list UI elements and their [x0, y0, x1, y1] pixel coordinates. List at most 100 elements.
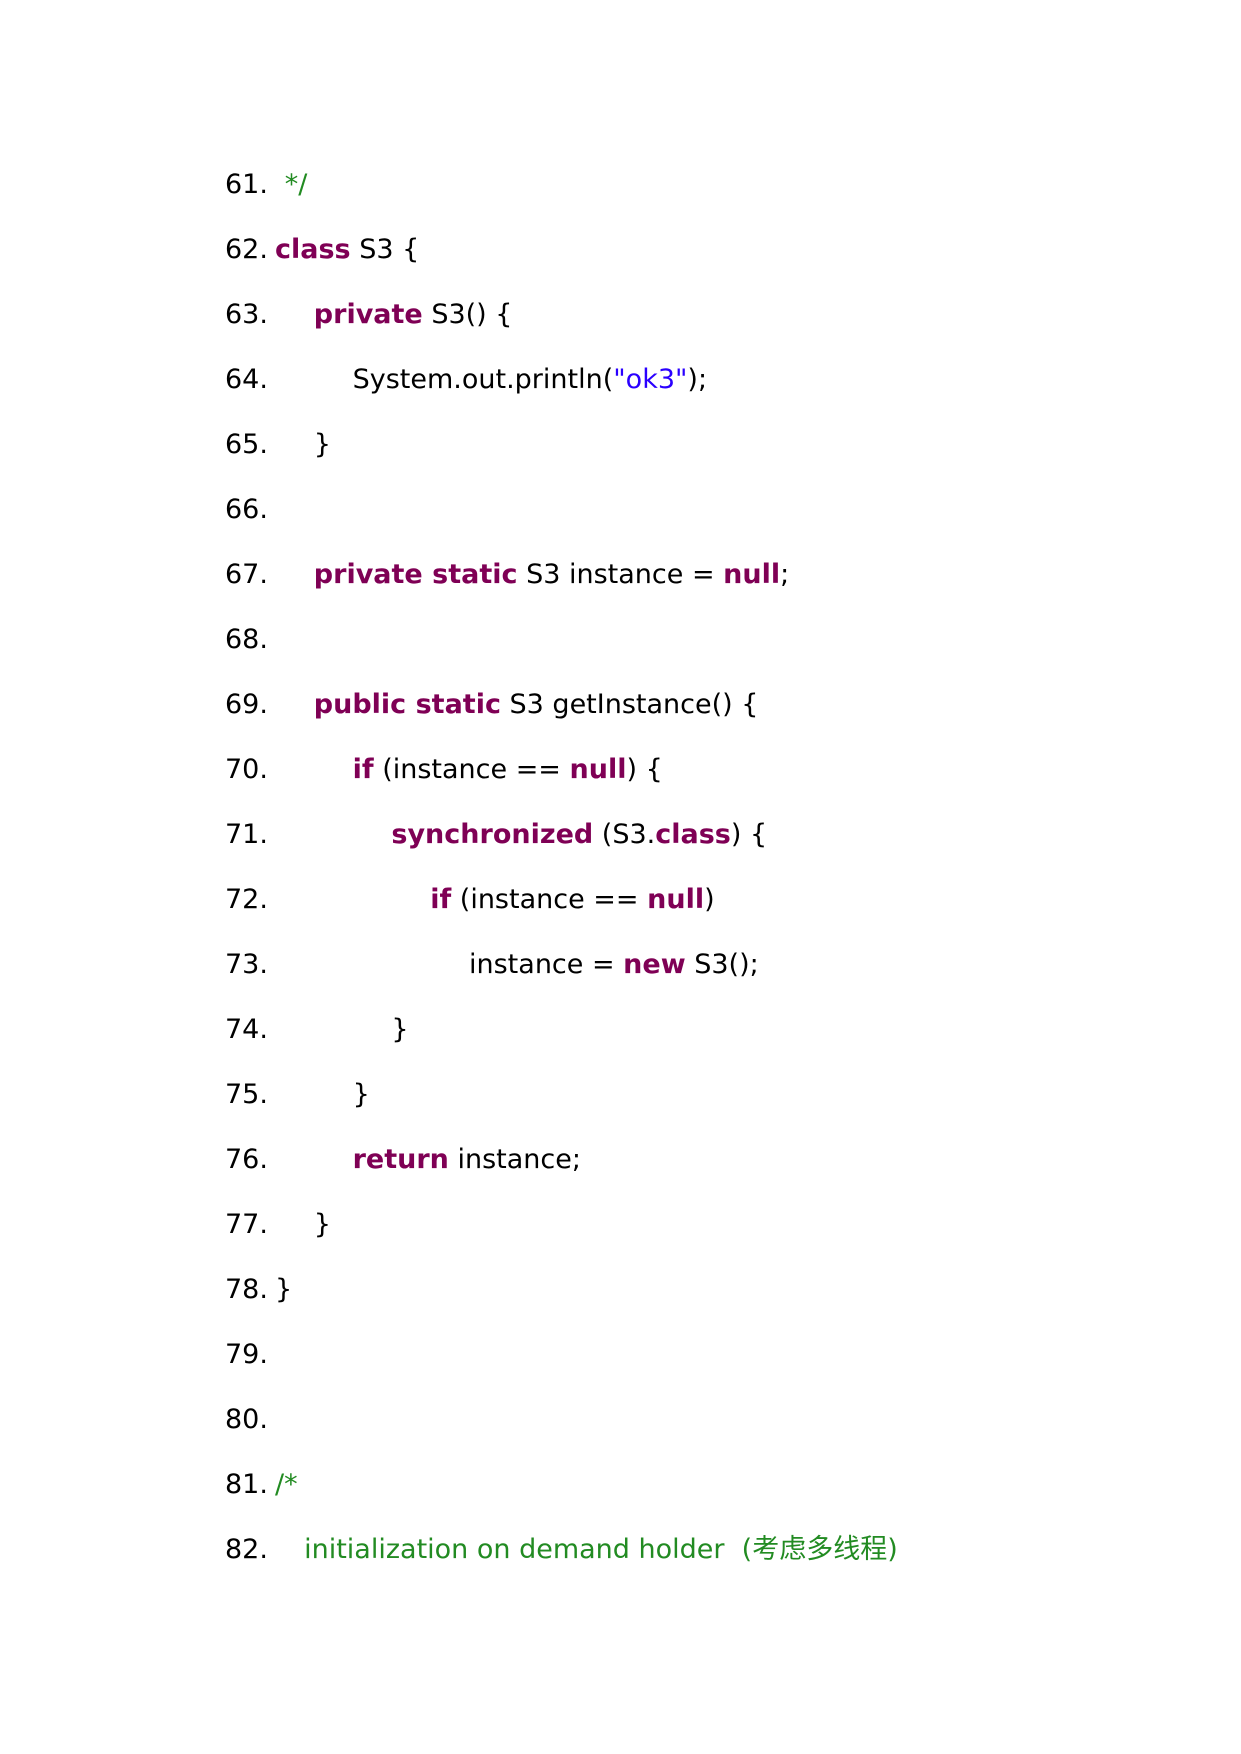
code-line: 67. private static S3 instance = null;	[225, 553, 1205, 618]
line-number: 69.	[225, 689, 268, 720]
line-code: */	[285, 163, 308, 207]
line-number: 77.	[225, 1209, 268, 1240]
line-code: private S3() {	[314, 293, 513, 337]
line-number: 70.	[225, 754, 268, 785]
line-code: private static S3 instance = null;	[314, 553, 789, 597]
code-line: 64. System.out.println("ok3");	[225, 358, 1205, 423]
code-line: 66.	[225, 488, 1205, 553]
code-line: 79.	[225, 1333, 1205, 1398]
line-number: 79.	[225, 1339, 268, 1370]
code-text: }	[313, 429, 331, 460]
code-keyword: public static	[313, 689, 501, 720]
code-comment: */	[284, 169, 308, 200]
code-string: "ok3"	[613, 364, 688, 395]
code-comment: /*	[275, 1469, 298, 1500]
line-number: 71.	[225, 819, 268, 850]
code-text: }	[275, 1274, 293, 1305]
code-text: );	[687, 364, 708, 395]
line-code: if (instance == null) {	[353, 748, 663, 792]
code-line: 77.}	[225, 1203, 1205, 1268]
code-line: 72. if (instance == null)	[225, 878, 1205, 943]
code-keyword: synchronized	[391, 819, 594, 850]
line-number: 75.	[225, 1079, 268, 1110]
code-line: 69. public static S3 getInstance() {	[225, 683, 1205, 748]
code-line: 81./*	[225, 1463, 1205, 1528]
code-line: 74.}	[225, 1008, 1205, 1073]
code-text: instance =	[469, 949, 624, 980]
code-line: 80.	[225, 1398, 1205, 1463]
line-code: instance = new S3();	[469, 943, 759, 987]
code-text: ;	[780, 559, 790, 590]
code-text: }	[313, 1209, 331, 1240]
line-code: if (instance == null)	[430, 878, 714, 922]
line-number: 72.	[225, 884, 268, 915]
code-text: S3 getInstance() {	[500, 689, 759, 720]
line-code: }	[314, 423, 331, 467]
line-code: public static S3 getInstance() {	[314, 683, 759, 727]
line-number: 67.	[225, 559, 268, 590]
line-code: initialization on demand holder (考虑多线程)	[304, 1528, 898, 1572]
code-keyword: private static	[313, 559, 518, 590]
code-text: S3 instance =	[517, 559, 724, 590]
code-line: 63. private S3() {	[225, 293, 1205, 358]
line-code: class S3 {	[275, 228, 419, 272]
code-line: 71. synchronized (S3.class) {	[225, 813, 1205, 878]
code-text: }	[352, 1079, 370, 1110]
code-keyword: if	[430, 884, 452, 915]
line-number: 61.	[225, 169, 268, 200]
code-comment: initialization on demand holder (考虑多线程)	[304, 1534, 898, 1565]
code-keyword: class	[655, 819, 731, 850]
line-code: synchronized (S3.class) {	[391, 813, 767, 857]
code-line: 70. if (instance == null) {	[225, 748, 1205, 813]
code-text: ) {	[730, 819, 768, 850]
line-number: 76.	[225, 1144, 268, 1175]
line-number: 66.	[225, 494, 268, 525]
line-number: 81.	[225, 1469, 268, 1500]
code-text: S3 {	[350, 234, 420, 265]
code-text: S3() {	[422, 299, 513, 330]
line-number: 65.	[225, 429, 268, 460]
code-text: }	[391, 1014, 409, 1045]
code-keyword: if	[352, 754, 374, 785]
code-line: 73. instance = new S3();	[225, 943, 1205, 1008]
line-number: 62.	[225, 234, 268, 265]
line-code: }	[314, 1203, 331, 1247]
line-number: 68.	[225, 624, 268, 655]
code-text: instance;	[448, 1144, 581, 1175]
line-number: 80.	[225, 1404, 268, 1435]
line-number: 63.	[225, 299, 268, 330]
code-text: S3();	[685, 949, 759, 980]
code-line: 61. */	[225, 163, 1205, 228]
code-text: ) {	[626, 754, 663, 785]
line-number: 78.	[225, 1274, 268, 1305]
line-number: 64.	[225, 364, 268, 395]
code-line: 76. return instance;	[225, 1138, 1205, 1203]
line-code: System.out.println("ok3");	[353, 358, 707, 402]
line-code: }	[391, 1008, 408, 1052]
line-code: }	[353, 1073, 370, 1117]
code-line: 75.}	[225, 1073, 1205, 1138]
code-block: 61.*/62.class S3 {63.private S3() {64.Sy…	[225, 163, 1205, 1593]
line-number: 82.	[225, 1534, 268, 1565]
line-code: }	[275, 1268, 292, 1312]
code-line: 65.}	[225, 423, 1205, 488]
code-line: 62.class S3 {	[225, 228, 1205, 293]
code-text: (S3.	[593, 819, 656, 850]
line-code: /*	[275, 1463, 298, 1507]
code-keyword: null	[723, 559, 781, 590]
code-keyword: new	[623, 949, 686, 980]
code-line: 78.}	[225, 1268, 1205, 1333]
line-number: 74.	[225, 1014, 268, 1045]
code-keyword: null	[569, 754, 627, 785]
code-text: System.out.println(	[352, 364, 614, 395]
code-line: 68.	[225, 618, 1205, 683]
code-text: )	[704, 884, 715, 915]
line-number: 73.	[225, 949, 268, 980]
code-keyword: class	[275, 234, 351, 265]
code-keyword: null	[647, 884, 705, 915]
code-line: 82. initialization on demand holder (考虑多线…	[225, 1528, 1205, 1593]
code-keyword: private	[313, 299, 423, 330]
code-text: (instance ==	[373, 754, 570, 785]
line-code: return instance;	[353, 1138, 581, 1182]
